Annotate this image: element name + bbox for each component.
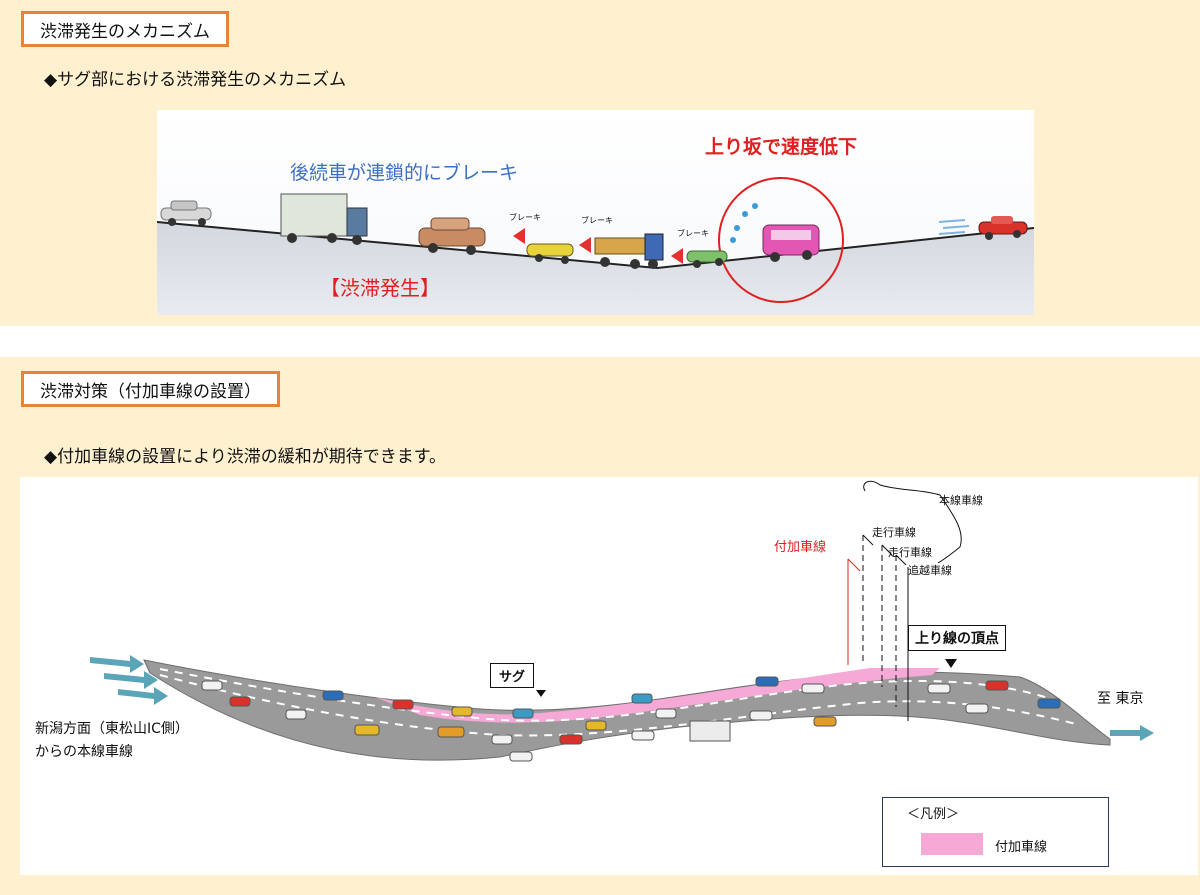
bullet-countermeasure: ◆付加車線の設置により渋滞の緩和が期待できます。 [44, 447, 447, 467]
legend-item-label: 付加車線 [995, 840, 1048, 855]
summit-label: 上り線の頂点 [908, 625, 1006, 651]
brake-label-1: ブレーキ [509, 212, 541, 222]
origin-label-line2: からの本線車線 [35, 744, 133, 760]
driving-lane-1-label: 走行車線 [872, 526, 916, 539]
added-lane-strip [375, 668, 940, 723]
sag-label: サグ [490, 663, 535, 688]
legend-box: ＜凡例＞ 付加車線 [882, 797, 1109, 867]
main-lanes-label: 本線車線 [939, 494, 983, 507]
legend-swatch [921, 833, 983, 855]
brake-light-3 [671, 248, 683, 264]
brake-light-1 [513, 228, 525, 244]
driving-lane-2-label: 走行車線 [888, 546, 932, 559]
brake-light-2 [579, 237, 591, 253]
car-red-sports [978, 216, 1028, 240]
to-tokyo-arrow-icon [1110, 725, 1154, 741]
section-title-countermeasure: 渋滞対策（付加車線の設置） [21, 371, 280, 407]
bullet-mechanism: ◆サグ部における渋滞発生のメカニズム [44, 70, 347, 90]
jam-label: 【渋滞発生】 [320, 276, 440, 300]
mechanism-panel: 渋滞発生のメカニズム ◆サグ部における渋滞発生のメカニズム [0, 0, 1200, 326]
truck-box [280, 193, 368, 245]
car-yellow-convertible [526, 243, 574, 264]
countermeasure-panel: 渋滞対策（付加車線の設置） ◆付加車線の設置により渋滞の緩和が期待できます。 [0, 357, 1200, 895]
passing-lane-label: 追越車線 [908, 564, 952, 577]
summit-pointer-icon [945, 659, 957, 668]
section-title-mechanism: 渋滞発生のメカニズム [21, 11, 229, 47]
motion-lines-icon [938, 219, 970, 235]
added-lane-illustration: 本線車線 走行車線 走行車線 追越車線 付加車線 上り線の頂点 サグ 至 東京 … [20, 477, 1198, 875]
added-lane-label: 付加車線 [774, 540, 827, 555]
car-brown-van [418, 217, 486, 255]
sag-mechanism-illustration: ブレーキ ブレーキ ブレーキ 後続車が連鎖的にブレーキ 上り坂で速度低下 【渋滞… [157, 110, 1034, 315]
sag-pointer-icon [536, 690, 546, 697]
car-silver-sedan [160, 200, 212, 226]
highway-diagram [90, 480, 1154, 762]
car-green-sedan [686, 250, 728, 268]
uphill-label: 上り坂で速度低下 [705, 136, 858, 158]
speed-drops-icon [730, 203, 758, 243]
brake-label-3: ブレーキ [677, 228, 709, 238]
traffic-cars [201, 676, 1061, 762]
following-cars-label: 後続車が連鎖的にブレーキ [290, 162, 519, 184]
incoming-arrows-icon [90, 655, 168, 705]
origin-label-line1: 新潟方面（東松山IC側） [35, 721, 189, 737]
uphill-highlight-circle [718, 177, 844, 303]
brake-label-2: ブレーキ [581, 215, 613, 225]
truck-flatbed [594, 233, 664, 269]
legend-title: ＜凡例＞ [907, 807, 960, 822]
car-pink-minivan [762, 224, 820, 262]
to-tokyo-label: 至 東京 [1097, 691, 1144, 707]
sag-road-diagram: ブレーキ ブレーキ ブレーキ [157, 110, 1034, 315]
added-lane-indicator [847, 558, 861, 665]
